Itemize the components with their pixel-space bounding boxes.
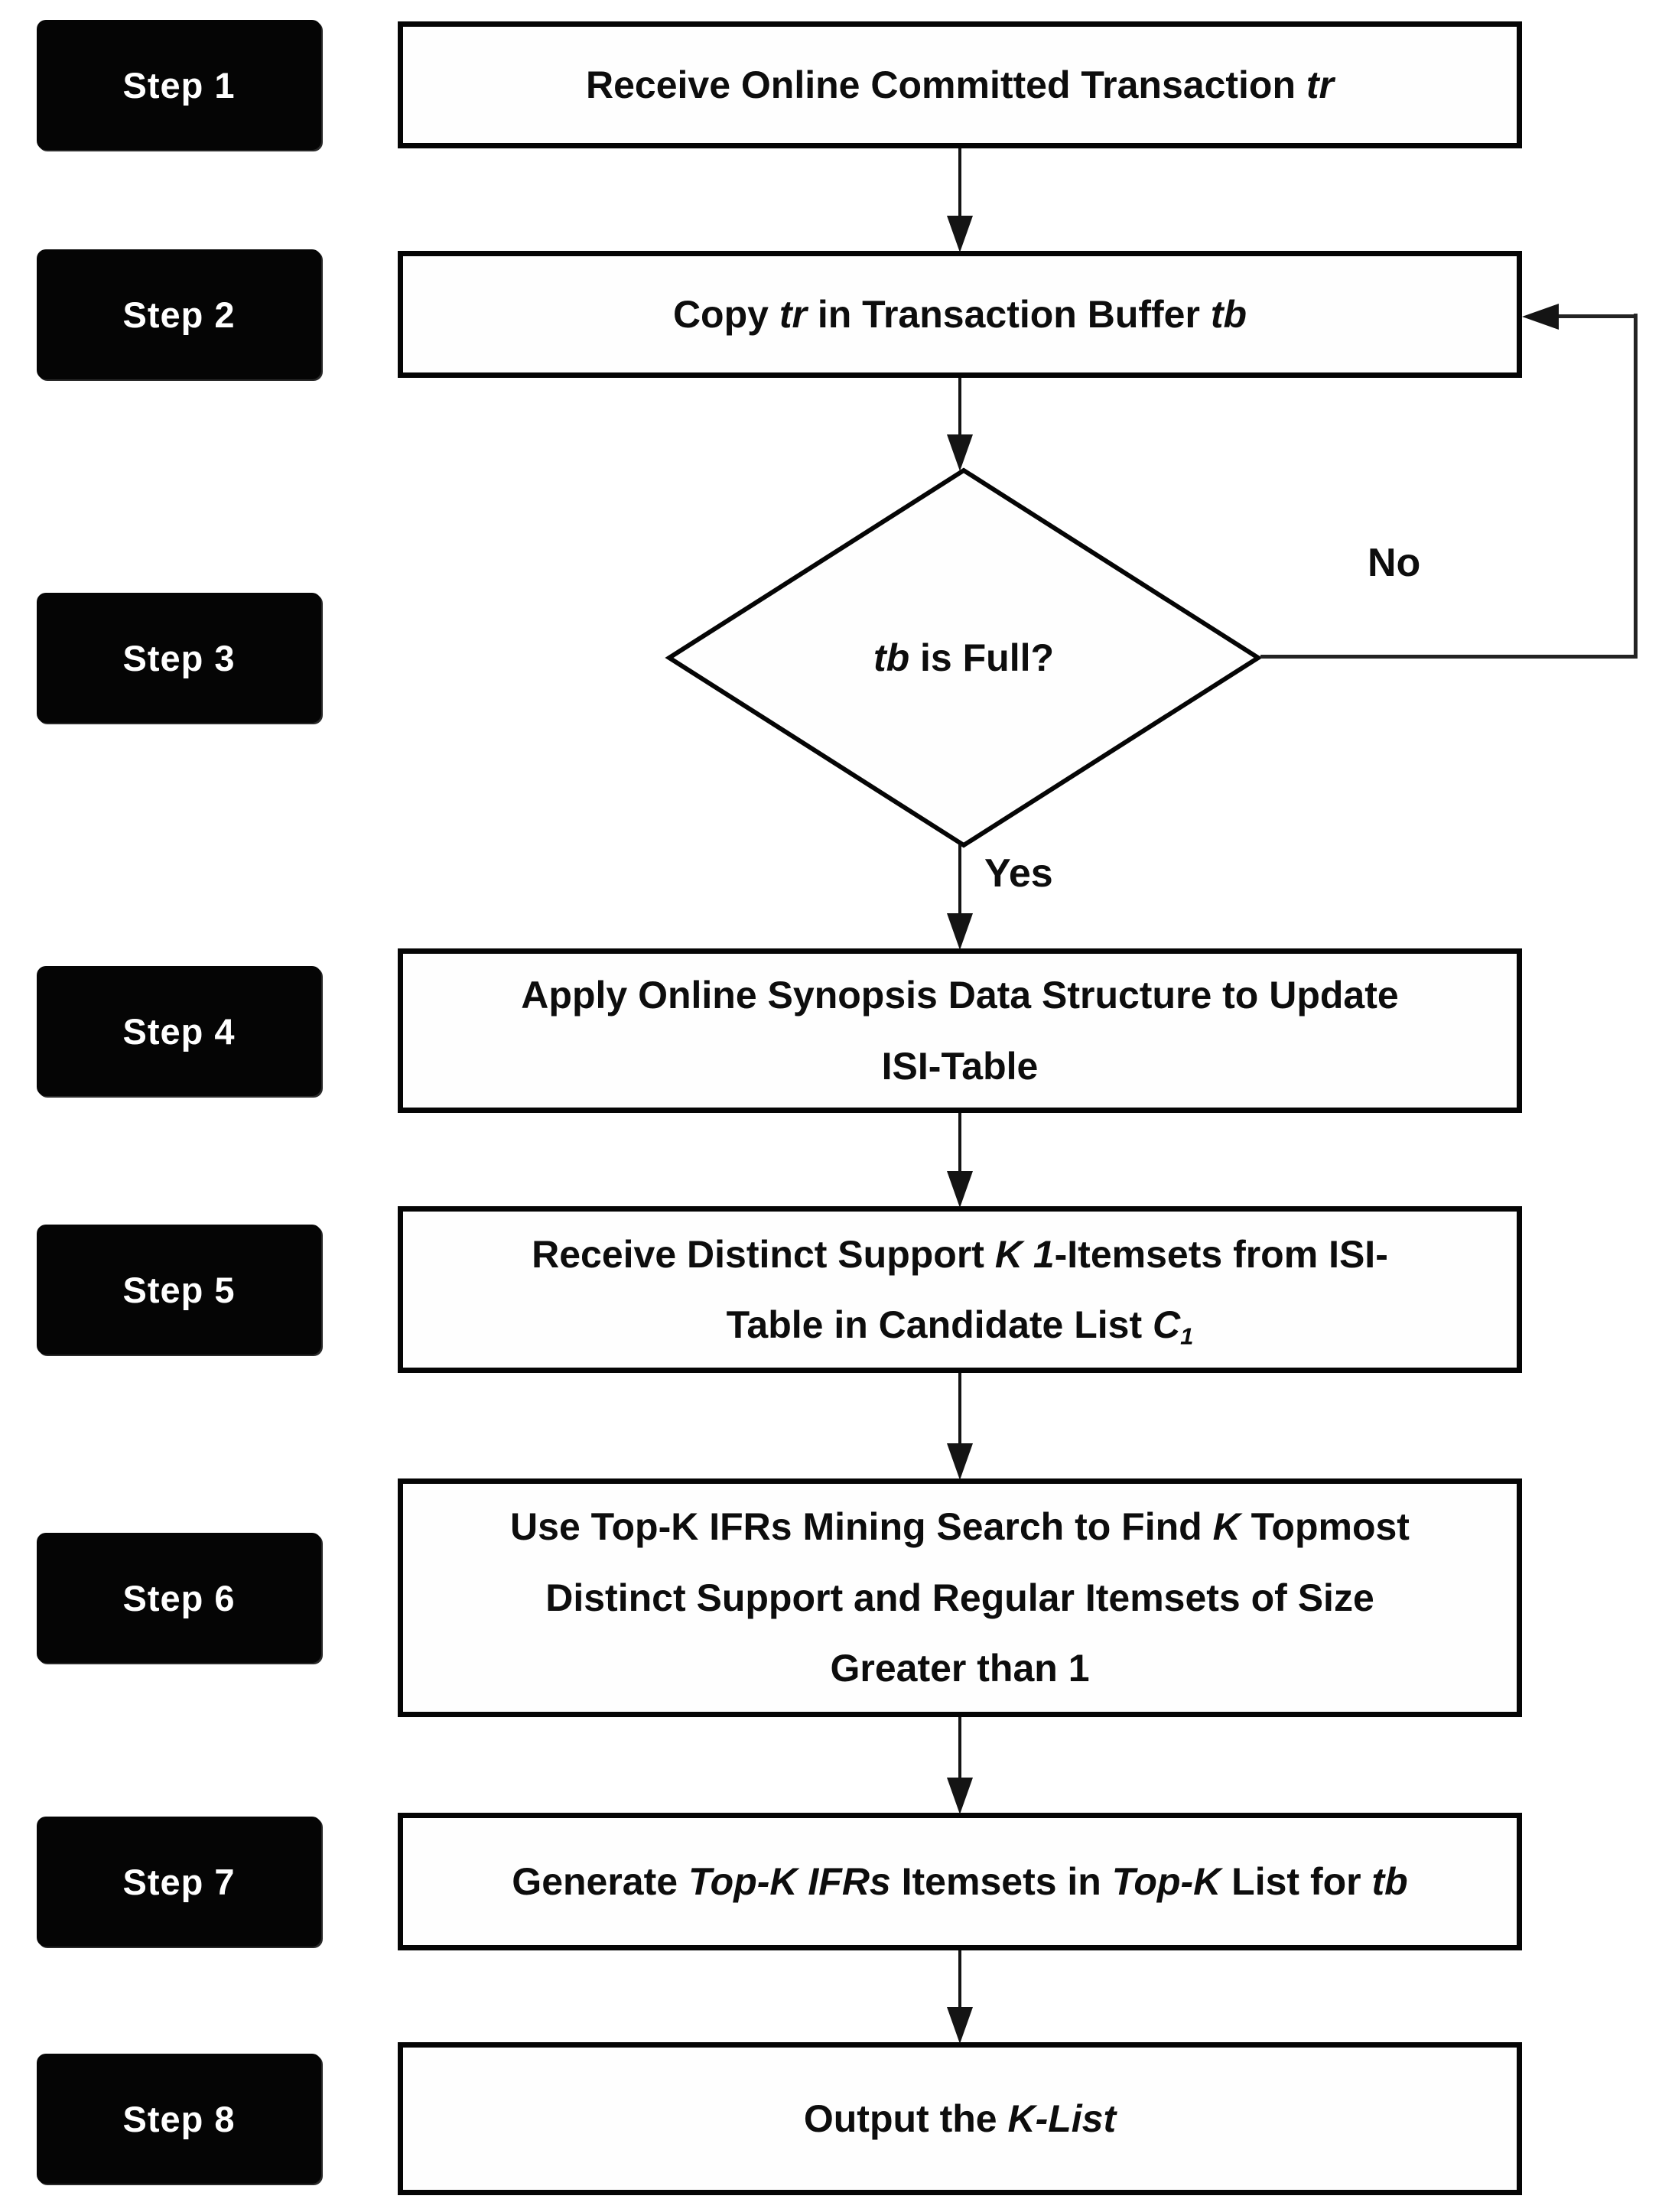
flow-line-4-5 (958, 1113, 961, 1176)
no-feedback-line-horizontal-bottom (1260, 655, 1638, 659)
arrowhead-into-step4 (947, 913, 973, 950)
step-label-7: Step 7 (37, 1817, 321, 1947)
step-label-4: Step 4 (37, 966, 321, 1096)
arrowhead-into-step2-feedback (1522, 304, 1559, 330)
flow-line-3-4 (958, 844, 961, 918)
step-label-5: Step 5 (37, 1225, 321, 1355)
decision-diamond: tb is Full? (664, 465, 1264, 851)
arrowhead-into-step5 (947, 1171, 973, 1208)
process-box-step8: Output the K-List (398, 2042, 1522, 2195)
flow-line-1-2 (958, 148, 961, 223)
step-label-2: Step 2 (37, 249, 321, 379)
step-label-3: Step 3 (37, 593, 321, 723)
step-label-8: Step 8 (37, 2054, 321, 2184)
arrowhead-into-step2 (947, 216, 973, 252)
diamond-shape (665, 467, 1263, 848)
arrowhead-into-step6 (947, 1443, 973, 1480)
decision-text: tb is Full? (873, 636, 1055, 679)
no-feedback-line-vertical (1634, 314, 1638, 659)
no-branch-label: No (1368, 541, 1421, 585)
arrowhead-into-step7 (947, 1778, 973, 1814)
process-box-step4: Apply Online Synopsis Data Structure to … (398, 948, 1522, 1113)
process-box-step2: Copy tr in Transaction Buffer tb (398, 251, 1522, 378)
flow-line-6-7 (958, 1717, 961, 1782)
process-box-step5: Receive Distinct Support K 1-Itemsets fr… (398, 1206, 1522, 1373)
yes-branch-label: Yes (984, 851, 1053, 896)
flow-line-2-3 (958, 378, 961, 441)
flow-line-5-6 (958, 1373, 961, 1448)
process-box-step1: Receive Online Committed Transaction tr (398, 21, 1522, 148)
flow-line-7-8 (958, 1950, 961, 2012)
step-label-1: Step 1 (37, 20, 321, 150)
no-feedback-line-horizontal-top (1553, 314, 1638, 318)
process-box-step7: Generate Top-K IFRs Itemsets in Top-K Li… (398, 1813, 1522, 1950)
step-label-6: Step 6 (37, 1533, 321, 1663)
process-box-step6: Use Top-K IFRs Mining Search to Find K T… (398, 1478, 1522, 1717)
arrowhead-into-step8 (947, 2007, 973, 2044)
arrowhead-into-diamond (947, 434, 973, 471)
